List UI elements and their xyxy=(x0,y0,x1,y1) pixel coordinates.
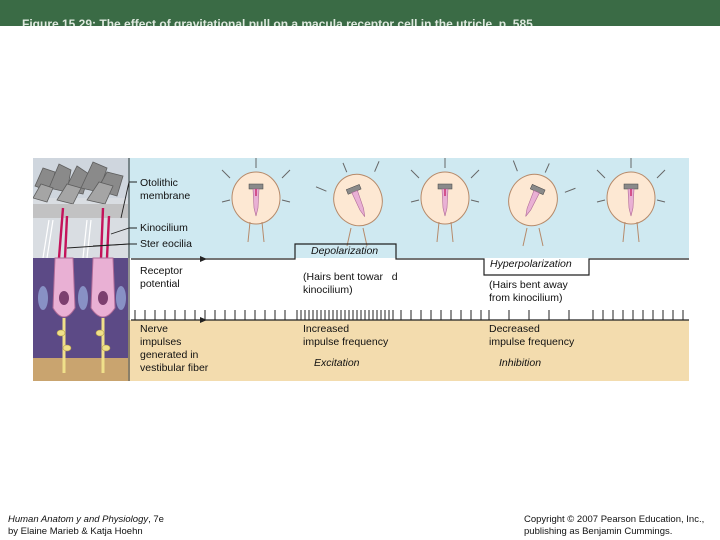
book-authors: by Elaine Marieb & Katja Hoehn xyxy=(8,526,143,537)
nerve-impulse-band xyxy=(128,320,689,381)
label-line: (Hairs bent away xyxy=(489,279,568,291)
copyright-line: Copyright © 2007 Pearson Education, Inc.… xyxy=(524,514,705,525)
receptor-potential-band xyxy=(128,258,689,320)
head-tilt-icon xyxy=(410,158,480,243)
label-increased-frequency: Increased impulse frequency xyxy=(303,323,388,349)
label-receptor-potential: Receptor potential xyxy=(140,265,183,291)
label-hairs-away: (Hairs bent away from kinocilium) xyxy=(489,279,568,305)
head-tilt-icon xyxy=(221,158,291,243)
label-hairs-toward: (Hairs bent towar d kinocilium) xyxy=(303,271,398,297)
label-hyperpolarization: Hyperpolarization xyxy=(490,258,572,270)
label-line: (Hairs bent towar d xyxy=(303,271,398,283)
label-nerve-impulses: Nerve impulses generated in vestibular f… xyxy=(140,323,208,375)
label-line: membrane xyxy=(140,190,191,202)
label-line: generated in xyxy=(140,349,199,361)
label-line: Receptor xyxy=(140,265,183,277)
otolith-crystal-icon xyxy=(32,161,124,205)
label-line: impulses xyxy=(140,336,182,348)
label-stereocilia: Ster eocilia xyxy=(140,238,192,250)
receptor-potential-trace xyxy=(131,243,689,276)
label-line: Decreased xyxy=(489,323,540,335)
label-inhibition: Inhibition xyxy=(499,357,542,369)
head-tilt-icon xyxy=(315,161,383,247)
label-line: Increased xyxy=(303,323,350,335)
footer-copyright: Copyright © 2007 Pearson Education, Inc.… xyxy=(524,514,704,538)
label-excitation: Excitation xyxy=(314,357,360,369)
label-decreased-frequency: Decreased impulse frequency xyxy=(489,323,574,349)
label-line: impulse frequency xyxy=(489,336,575,348)
label-line: Nerve xyxy=(140,323,169,335)
tissue-section xyxy=(32,158,128,381)
header-bar: Figure 15.29: The effect of gravitationa… xyxy=(0,0,720,26)
head-tilt-icon xyxy=(596,158,666,243)
label-otolithic-membrane: Otolithic membrane xyxy=(140,177,190,203)
hair-cell-icon xyxy=(52,257,116,318)
label-kinocilium: Kinocilium xyxy=(140,222,188,234)
label-line: vestibular fiber xyxy=(140,362,209,374)
book-title: Human Anatom y and Physiology xyxy=(8,514,149,525)
label-depolarization: Depolarization xyxy=(311,245,379,257)
book-edition: , 7e xyxy=(148,514,164,525)
figure-diagram: Otolithic membrane Kinocilium Ster eocil… xyxy=(32,158,689,381)
leader-lines xyxy=(66,181,137,249)
label-line: Otolithic xyxy=(140,177,178,189)
footer-citation: Human Anatom y and Physiology, 7e by Ela… xyxy=(8,514,164,538)
label-line: kinocilium) xyxy=(303,284,353,296)
publisher-line: publishing as Benjamin Cummings. xyxy=(524,526,673,537)
head-tilt-icon xyxy=(508,160,576,247)
figure-svg xyxy=(32,158,689,381)
label-line: from kinocilium) xyxy=(489,292,563,304)
label-line: potential xyxy=(140,278,180,290)
label-line: impulse frequency xyxy=(303,336,389,348)
impulse-spikes xyxy=(134,310,684,320)
figure-title: Figure 15.29: The effect of gravitationa… xyxy=(22,17,537,26)
